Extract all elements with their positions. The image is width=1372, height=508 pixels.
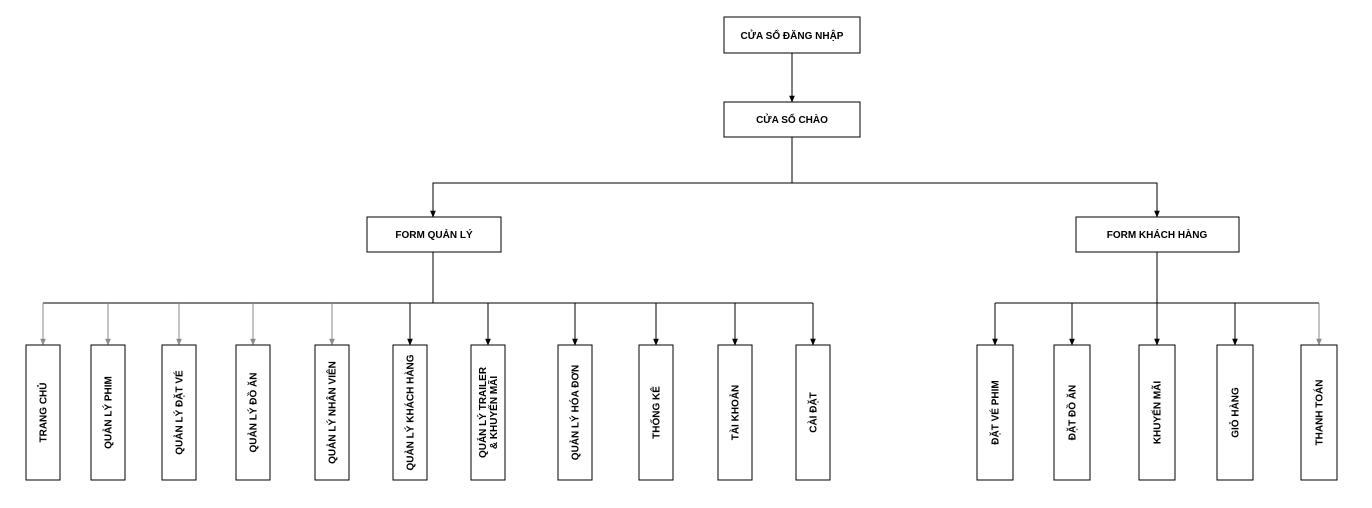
customer-child-label: THANH TOÁN bbox=[1313, 380, 1326, 446]
edge-welcome-to-admin bbox=[430, 137, 793, 218]
admin-form-label: FORM QUẢN LÝ bbox=[395, 228, 473, 241]
admin-child-node: CÀI ĐẶT bbox=[795, 344, 831, 481]
customer-child-label: ĐẶT VÉ PHIM bbox=[989, 380, 1002, 444]
admin-child-node: QUẢN LÝ HÓA ĐƠN bbox=[557, 344, 593, 481]
admin-child-label: THỐNG KÊ bbox=[649, 386, 663, 439]
welcome-window-label: CỬA SỔ CHÀO bbox=[756, 113, 828, 126]
admin-child-node: QUẢN LÝ KHÁCH HÀNG bbox=[392, 344, 428, 481]
customer-child-node: GIỎ HÀNG bbox=[1216, 344, 1254, 481]
customer-form-node: FORM KHÁCH HÀNG bbox=[1075, 216, 1240, 253]
admin-child-label: QUẢN LÝ HÓA ĐƠN bbox=[569, 365, 582, 460]
customer-form-label: FORM KHÁCH HÀNG bbox=[1107, 228, 1208, 241]
customer-child-label: ĐẶT ĐỒ ĂN bbox=[1066, 385, 1079, 441]
customer-child-label: KHUYẾN MÃI bbox=[1151, 381, 1164, 445]
admin-child-label: QUẢN LÝ PHIM bbox=[102, 376, 115, 449]
admin-child-node: QUẢN LÝ PHIM bbox=[90, 344, 126, 481]
admin-child-node: QUẢN LÝ TRAILER& KHUYẾN MÃI bbox=[470, 344, 506, 481]
admin-child-node: THỐNG KÊ bbox=[638, 344, 674, 481]
customer-child-node: ĐẶT VÉ PHIM bbox=[976, 344, 1014, 481]
customer-child-node: ĐẶT ĐỒ ĂN bbox=[1053, 344, 1091, 481]
admin-child-node: QUẢN LÝ NHÂN VIÊN bbox=[314, 344, 350, 481]
admin-child-label: QUẢN LÝ ĐỒ ĂN bbox=[247, 373, 260, 453]
admin-form-node: FORM QUẢN LÝ bbox=[366, 216, 502, 253]
admin-child-label: QUẢN LÝ TRAILER& KHUYẾN MÃI bbox=[476, 366, 500, 458]
edge-welcome-to-customer bbox=[792, 182, 1160, 218]
top-edges bbox=[430, 53, 1160, 218]
customer-child-label: GIỎ HÀNG bbox=[1229, 387, 1242, 438]
admin-child-label: CÀI ĐẶT bbox=[807, 392, 820, 433]
login-window-label: CỬA SỔ ĐĂNG NHẬP bbox=[741, 29, 844, 42]
admin-children: TRANG CHỦ QUẢN LÝ PHIM QUẢN LÝ ĐẶT VÉ QUẢN … bbox=[25, 252, 831, 481]
admin-child-node: TRANG CHỦ bbox=[25, 344, 61, 481]
admin-child-label: QUẢN LÝ NHÂN VIÊN bbox=[326, 361, 339, 464]
welcome-window-node: CỬA SỔ CHÀO bbox=[723, 101, 861, 138]
admin-child-node: QUẢN LÝ ĐỒ ĂN bbox=[235, 344, 271, 481]
admin-child-label: QUẢN LÝ KHÁCH HÀNG bbox=[404, 354, 417, 470]
customer-child-node: KHUYẾN MÃI bbox=[1138, 344, 1176, 481]
customer-child-node: THANH TOÁN bbox=[1300, 344, 1338, 481]
admin-child-label: QUẢN LÝ ĐẶT VÉ bbox=[173, 370, 186, 455]
admin-child-node: TÀI KHOẢN bbox=[717, 344, 753, 481]
admin-child-label: TRANG CHỦ bbox=[37, 383, 50, 443]
admin-child-node: QUẢN LÝ ĐẶT VÉ bbox=[161, 344, 197, 481]
customer-children: ĐẶT VÉ PHIM ĐẶT ĐỒ ĂN KHUYẾN MÃI GIỎ HÀNG TH… bbox=[976, 252, 1338, 481]
admin-child-label: TÀI KHOẢN bbox=[729, 385, 742, 441]
login-window-node: CỬA SỔ ĐĂNG NHẬP bbox=[723, 16, 861, 54]
